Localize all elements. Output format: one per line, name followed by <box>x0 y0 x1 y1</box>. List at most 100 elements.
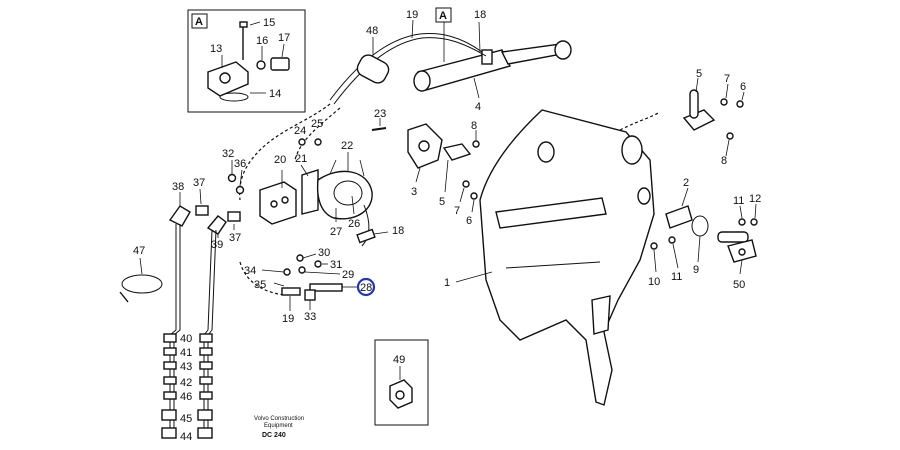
cylinder-rod <box>500 43 563 65</box>
callout-8-right: 8 <box>721 155 727 167</box>
leader-26 <box>351 195 355 215</box>
leader-1 <box>455 271 493 283</box>
leader-35 <box>273 282 285 287</box>
hydraulic-cylinder: A 18 4 <box>413 7 572 113</box>
callout-28-highlight-ring[interactable] <box>356 277 376 297</box>
frame-rib <box>505 261 601 269</box>
leader-7-right <box>725 83 729 99</box>
callout-37-top: 37 <box>193 177 205 189</box>
callout-31: 31 <box>330 259 342 271</box>
detail-a-tag-box <box>191 13 208 29</box>
frame-lug <box>591 295 611 335</box>
hose-right-b <box>207 229 217 430</box>
callout-44: 44 <box>180 431 192 443</box>
callout-30: 30 <box>318 247 330 259</box>
valve-block-20 <box>259 181 297 225</box>
callout-8-centre: 8 <box>471 120 477 132</box>
fitting-33 <box>304 289 316 301</box>
credit-block: Volvo Construction Equipment DC 240 <box>254 416 304 439</box>
washer-part <box>256 60 266 70</box>
callout-36: 36 <box>234 158 246 170</box>
callout-47: 47 <box>133 245 145 257</box>
hose-routing: 19 48 <box>239 9 487 296</box>
callout-17: 17 <box>278 32 290 44</box>
callout-25: 25 <box>311 118 323 130</box>
frame-eye-left <box>537 141 555 163</box>
callout-37-lower: 37 <box>229 232 241 244</box>
vertical-hoses: 47 40 41 43 42 46 45 44 <box>119 224 217 443</box>
bushing-2 <box>665 205 693 229</box>
left-fittings: 32 36 37 38 39 37 <box>168 148 246 251</box>
frame-eye-lower <box>637 187 651 205</box>
callout-14: 14 <box>269 88 281 100</box>
fitting-46-b <box>199 391 213 400</box>
fitting-36 <box>235 185 245 195</box>
callout-1: 1 <box>444 277 450 289</box>
leader-8-right <box>725 139 730 157</box>
bolt-11-upper <box>738 218 746 226</box>
callout-11-upper: 11 <box>733 195 744 207</box>
leader-12 <box>754 203 757 219</box>
leader-22-b <box>359 159 365 177</box>
callout-32: 32 <box>222 148 234 160</box>
callout-27: 27 <box>330 226 342 238</box>
callout-6-centre: 6 <box>466 215 472 227</box>
callout-21: 21 <box>295 153 307 165</box>
callout-9: 9 <box>693 264 699 276</box>
lower-pin-group: 2 9 10 11 11 12 50 <box>648 177 761 291</box>
callout-33: 33 <box>304 311 316 323</box>
detail-a-tag: A <box>195 16 203 28</box>
fitting-42-b <box>199 376 213 385</box>
solenoid-22 <box>316 170 373 220</box>
callout-29: 29 <box>342 269 354 281</box>
fitting-25 <box>314 138 322 146</box>
callout-42: 42 <box>180 377 192 389</box>
leader-36 <box>239 169 243 187</box>
leader-3 <box>415 167 421 183</box>
fittings-cluster: 28 29 30 31 34 35 19 33 <box>244 247 376 325</box>
cylinder-end-eye <box>413 70 431 92</box>
callout-16: 16 <box>256 35 268 47</box>
hose-18-lower <box>361 204 370 247</box>
hose-sleeve-48 <box>356 54 390 84</box>
leader-47 <box>139 257 143 275</box>
callout-5-centre: 5 <box>439 196 445 208</box>
pin-50-hole <box>738 248 746 256</box>
callout-28[interactable]: 28 <box>360 282 372 294</box>
callout-11-lower: 11 <box>671 271 682 283</box>
fitting-32 <box>227 173 237 183</box>
bolt-12 <box>750 218 758 226</box>
callout-19-lower: 19 <box>282 313 294 325</box>
bolt-6-centre <box>470 192 478 200</box>
callout-38: 38 <box>172 181 184 193</box>
leader-9 <box>697 235 701 263</box>
dashed-route-mid <box>294 107 341 161</box>
fitting-30 <box>296 254 304 262</box>
fitting-24 <box>298 138 306 146</box>
pin-5-shaft <box>689 89 699 119</box>
credit-code: DC 240 <box>262 432 286 439</box>
callout-39: 39 <box>211 239 223 251</box>
centre-brackets: 3 5 7 6 8 <box>407 120 480 227</box>
leader-37-top <box>199 188 202 205</box>
valve-port-b <box>281 196 289 204</box>
elbow-38 <box>168 205 191 227</box>
frame-crossbar <box>495 197 607 229</box>
callout-2: 2 <box>683 177 689 189</box>
fitting-46-a <box>163 391 177 400</box>
callout-13: 13 <box>210 43 222 55</box>
leader-5-right <box>695 77 699 93</box>
leader-18-top <box>478 21 481 53</box>
hose-19-upper <box>329 33 483 101</box>
fitting-45-a <box>161 409 177 421</box>
callout-24: 24 <box>294 125 306 137</box>
callout-40: 40 <box>180 333 192 345</box>
cylinder-tag-box <box>435 7 452 23</box>
fitting-42-a <box>163 376 177 385</box>
fitting-43-b <box>199 361 213 370</box>
detail-49-frame <box>374 339 429 426</box>
main-frame: 1 <box>444 109 661 406</box>
dash-to-pin <box>619 111 661 131</box>
callout-46: 46 <box>180 391 192 403</box>
bracket-3-hole <box>418 140 430 152</box>
